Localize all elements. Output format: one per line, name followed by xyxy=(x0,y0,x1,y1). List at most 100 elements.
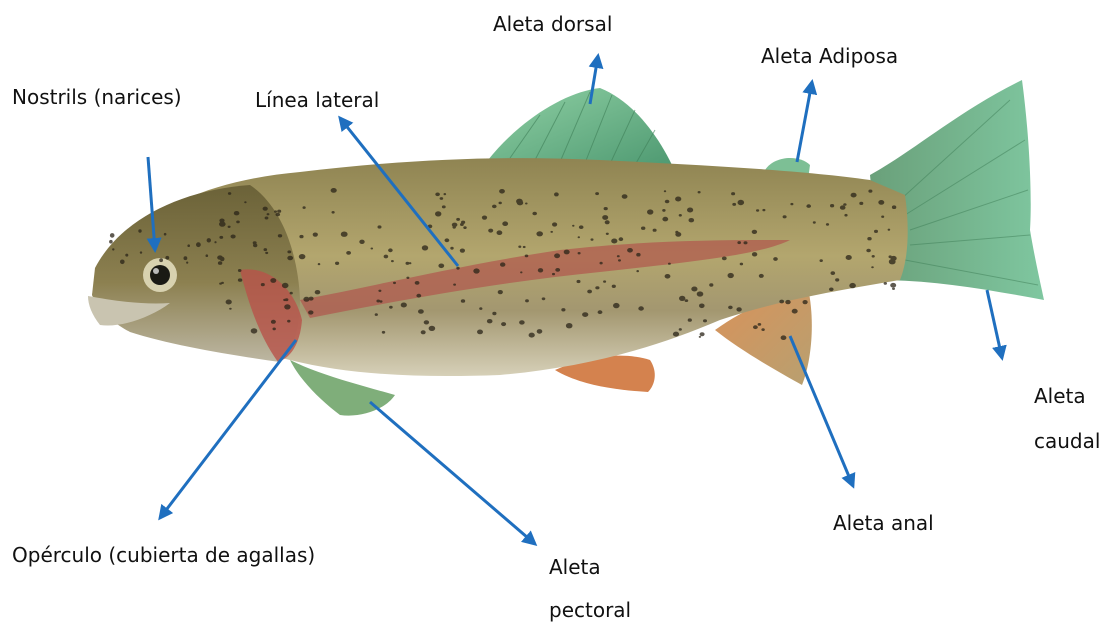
body-spot xyxy=(638,306,644,310)
body-spot xyxy=(529,333,535,338)
body-spot xyxy=(238,278,242,281)
body-spot xyxy=(251,328,258,333)
body-spot xyxy=(270,278,276,283)
body-spot xyxy=(273,328,276,331)
body-spot xyxy=(846,255,852,260)
label-aleta-pectoral-line1: Aleta xyxy=(549,557,601,577)
body-spot xyxy=(618,259,621,261)
body-spot xyxy=(536,231,543,236)
body-spot xyxy=(892,205,896,209)
body-spot xyxy=(477,330,483,335)
body-spot xyxy=(389,306,393,309)
body-spot xyxy=(689,218,695,222)
body-spot xyxy=(779,300,784,304)
body-spot xyxy=(264,248,268,251)
body-spot xyxy=(226,300,232,305)
body-spot xyxy=(792,309,798,314)
body-spot xyxy=(636,270,639,272)
body-spot xyxy=(265,217,269,220)
body-spot xyxy=(453,284,456,286)
body-spot xyxy=(878,200,884,205)
body-spot xyxy=(450,247,453,250)
body-spot xyxy=(665,274,671,279)
body-spot xyxy=(829,288,834,292)
body-spot xyxy=(889,259,896,264)
body-spot xyxy=(675,197,681,202)
body-spot xyxy=(376,300,380,303)
head-spot xyxy=(165,256,169,260)
body-spot xyxy=(473,268,479,273)
body-spot xyxy=(587,290,592,294)
body-spot xyxy=(890,283,896,288)
body-spot xyxy=(435,211,441,216)
body-spot xyxy=(421,330,426,334)
body-spot xyxy=(737,241,741,244)
body-spot xyxy=(482,216,487,220)
body-spot xyxy=(276,213,281,217)
body-spot xyxy=(346,251,351,255)
body-spot xyxy=(278,234,282,237)
body-spot xyxy=(866,249,871,253)
body-spot xyxy=(277,210,281,213)
body-spot xyxy=(429,326,436,331)
body-spot xyxy=(228,226,231,228)
body-spot xyxy=(783,215,787,218)
arrow-aleta-caudal xyxy=(987,290,1002,358)
body-spot xyxy=(499,189,505,194)
body-spot xyxy=(595,192,599,195)
body-spot xyxy=(753,325,758,329)
body-spot xyxy=(843,203,846,206)
body-spot xyxy=(600,262,603,265)
body-spot xyxy=(758,323,762,326)
body-spot xyxy=(460,249,465,253)
body-spot xyxy=(500,262,505,266)
eye-pupil xyxy=(150,265,170,285)
body-spot xyxy=(453,226,456,229)
body-spot xyxy=(523,246,526,248)
label-operculo: Opérculo (cubierta de agallas) xyxy=(12,545,315,565)
body-spot xyxy=(554,253,560,258)
body-spot xyxy=(555,268,560,272)
head-spot xyxy=(184,256,188,260)
body-spot xyxy=(831,271,836,275)
body-spot xyxy=(532,212,537,216)
body-spot xyxy=(299,235,303,238)
body-spot xyxy=(579,225,584,229)
body-spot xyxy=(418,309,424,314)
body-spot xyxy=(335,262,339,265)
body-spot xyxy=(806,204,811,208)
body-spot xyxy=(218,261,222,265)
body-spot xyxy=(627,248,633,253)
body-spot xyxy=(572,225,574,227)
body-spot xyxy=(611,239,617,244)
body-spot xyxy=(253,241,257,244)
body-spot xyxy=(267,213,270,215)
head-spot xyxy=(206,254,209,257)
body-spot xyxy=(261,283,265,286)
body-spot xyxy=(424,320,429,324)
body-spot xyxy=(502,221,508,226)
head-spot xyxy=(140,251,142,253)
body-spot xyxy=(591,238,594,240)
body-spot xyxy=(647,209,653,214)
body-spot xyxy=(440,197,444,200)
body-spot xyxy=(605,220,610,224)
body-spot xyxy=(606,233,609,235)
body-spot xyxy=(736,307,741,311)
body-spot xyxy=(445,238,450,242)
head-spot xyxy=(220,257,225,262)
body-spot xyxy=(456,218,460,221)
body-spot xyxy=(761,328,764,331)
body-spot xyxy=(722,257,727,261)
body-spot xyxy=(313,233,318,237)
body-spot xyxy=(881,216,884,218)
body-spot xyxy=(341,232,348,237)
body-spot xyxy=(700,332,705,336)
body-spot xyxy=(382,331,385,334)
body-spot xyxy=(699,304,705,309)
body-spot xyxy=(688,318,692,321)
eye-highlight xyxy=(153,268,159,274)
body-spot xyxy=(274,210,277,212)
body-spot xyxy=(435,193,440,197)
body-spot xyxy=(463,226,466,229)
